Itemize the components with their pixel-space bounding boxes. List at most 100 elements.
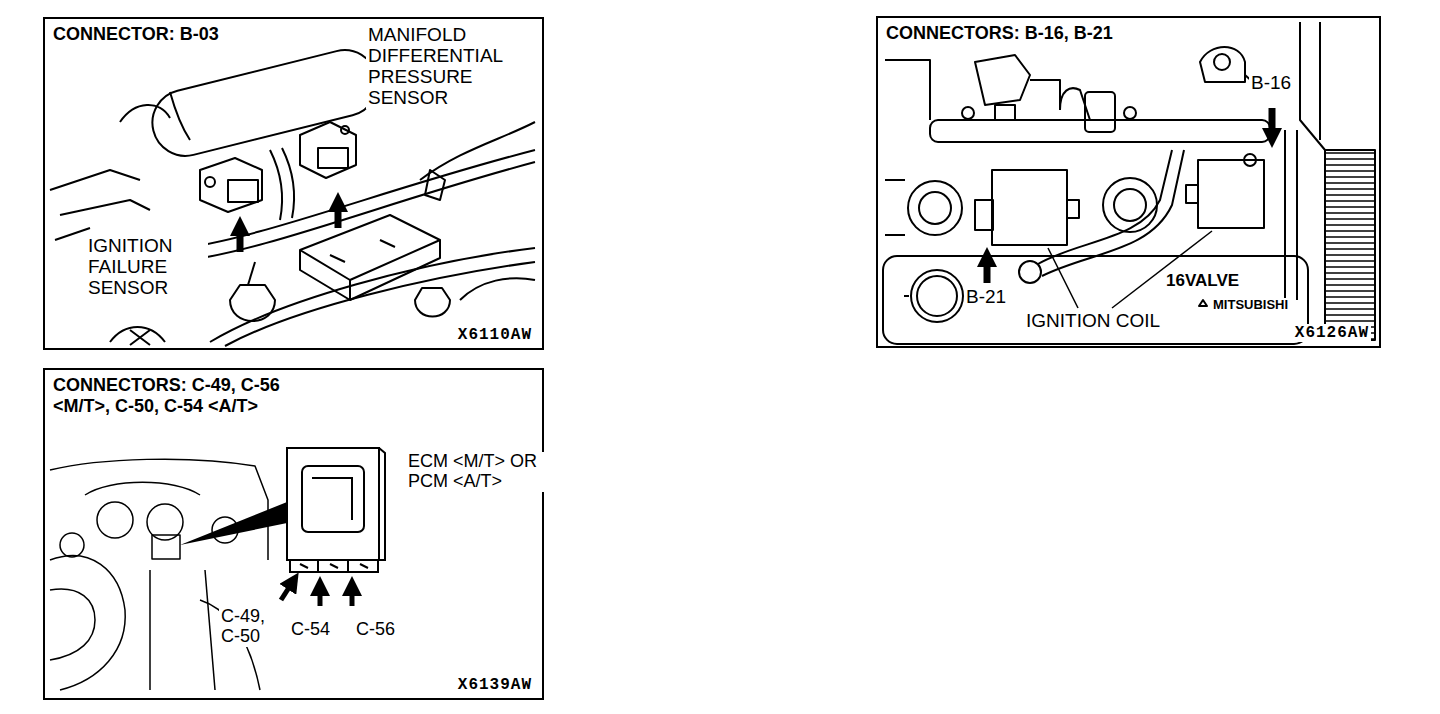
engine-drawing <box>60 200 150 215</box>
engine-top-drawing <box>1085 92 1115 132</box>
engine-drawing <box>282 148 294 218</box>
panel-heading: CONNECTORS: B-16, B-21 <box>884 22 1115 45</box>
figure-code: X6126AW <box>1293 324 1371 342</box>
dashboard-drawing <box>212 517 238 543</box>
engine-top-drawing <box>919 192 951 224</box>
connector-panel: CONNECTORS: B-16, B-21X6126AW <box>876 16 1381 348</box>
engine-drawing <box>200 158 262 212</box>
engine-drawing <box>415 288 450 317</box>
engine-top-drawing <box>1124 107 1136 119</box>
engine-top-drawing <box>908 181 962 235</box>
engine-top-drawing <box>1200 47 1245 82</box>
engine-top-drawing <box>1319 22 1321 140</box>
pointer-arrow <box>984 263 991 283</box>
brand-text: MITSUBISHI <box>1211 298 1290 312</box>
engine-top-drawing <box>1038 150 1172 264</box>
engine-top-drawing <box>1325 150 1375 340</box>
engine-top-drawing <box>1103 178 1157 232</box>
engine-top-drawing <box>911 270 963 322</box>
engine-drawing <box>205 177 215 187</box>
engine-drawing <box>120 105 170 122</box>
pointer-arrow <box>318 592 323 606</box>
engine-top-drawing <box>1067 200 1079 218</box>
dashboard-drawing <box>85 482 200 495</box>
engine-drawing <box>145 43 384 163</box>
engine-top-drawing <box>992 170 1067 245</box>
component-label: IGNITION COIL <box>1024 311 1162 332</box>
dashboard-drawing <box>149 570 151 690</box>
pointer-arrow <box>281 586 290 600</box>
control-module <box>300 560 368 572</box>
connector-label: C-49, C-50 <box>219 607 283 647</box>
pointer-arrow <box>240 208 338 252</box>
dashboard-drawing <box>147 504 183 540</box>
engine-top-drawing <box>917 276 957 316</box>
engine-top-drawing <box>883 256 1308 344</box>
module-label: ECM <M/T> OR PCM <A/T> <box>406 452 546 492</box>
engine-drawing <box>350 240 440 300</box>
engine-drawing <box>55 228 90 240</box>
engine-drawing <box>318 148 348 168</box>
engine-drawing <box>300 215 440 280</box>
engine-top-drawing <box>883 22 1375 344</box>
control-module <box>379 448 385 560</box>
control-module <box>312 478 352 520</box>
engine-drawing <box>300 250 350 300</box>
engine-drawing <box>341 126 349 134</box>
engine-top-drawing <box>1060 88 1090 120</box>
leader-line <box>1048 248 1078 308</box>
dashboard-drawing <box>205 570 215 690</box>
connector-label: B-16 <box>1249 73 1293 94</box>
engine-drawing <box>130 330 150 345</box>
engine-drawing <box>228 180 258 202</box>
engine-top-drawing <box>1114 189 1146 221</box>
leader-line <box>1048 231 1212 308</box>
component-label: MANIFOLD DIFFERENTIAL PRESSURE SENSOR <box>366 25 530 109</box>
connector-label: B-21 <box>964 287 1008 308</box>
engine-top-drawing <box>975 55 1030 105</box>
engine-top-drawing <box>975 200 993 230</box>
engine-top-drawing <box>1214 54 1230 70</box>
engine-drawing <box>425 170 445 200</box>
engine-top-drawing <box>904 295 970 297</box>
panel-heading: CONNECTORS: C-49, C-56 <M/T>, C-50, C-54… <box>51 374 317 417</box>
panel-heading: CONNECTOR: B-03 <box>51 23 221 46</box>
engine-drawing <box>50 170 140 190</box>
engine-drawing <box>248 262 255 285</box>
pointer-arrow <box>335 208 342 228</box>
dashboard-drawing <box>50 459 268 690</box>
pointer-arrow <box>987 108 1272 283</box>
engine-drawing <box>230 285 275 321</box>
leader-line <box>1112 231 1212 308</box>
engine-top-drawing <box>1198 160 1264 228</box>
engine-top-drawing <box>1244 154 1256 166</box>
engine-drawing <box>330 240 395 262</box>
engine-top-drawing <box>962 107 974 119</box>
engine-drawing <box>175 162 535 262</box>
control-module <box>302 466 364 532</box>
connector-label: C-54 <box>289 620 332 640</box>
engine-top-drawing <box>885 60 930 120</box>
engine-drawing <box>110 327 165 342</box>
dashboard-drawing <box>152 535 180 559</box>
engine-top-drawing <box>1019 261 1041 283</box>
dashboard-drawing <box>50 589 95 660</box>
engine-drawing <box>225 262 535 346</box>
dashboard-drawing <box>50 556 125 690</box>
engine-drawing <box>170 92 190 140</box>
engine-top-drawing <box>1199 300 1207 306</box>
engine-top-drawing <box>1284 130 1286 300</box>
control-module <box>287 448 379 560</box>
pointer-arrow <box>237 232 244 252</box>
engine-drawing <box>460 278 535 300</box>
view-wedge <box>180 500 292 545</box>
engine-drawing <box>420 122 535 180</box>
engine-drawing <box>170 150 535 250</box>
control-module <box>290 560 378 572</box>
engine-top-drawing <box>930 120 1270 142</box>
control-module <box>287 448 385 572</box>
engine-top-drawing <box>1042 150 1184 276</box>
figure-code: X6110AW <box>456 326 534 344</box>
